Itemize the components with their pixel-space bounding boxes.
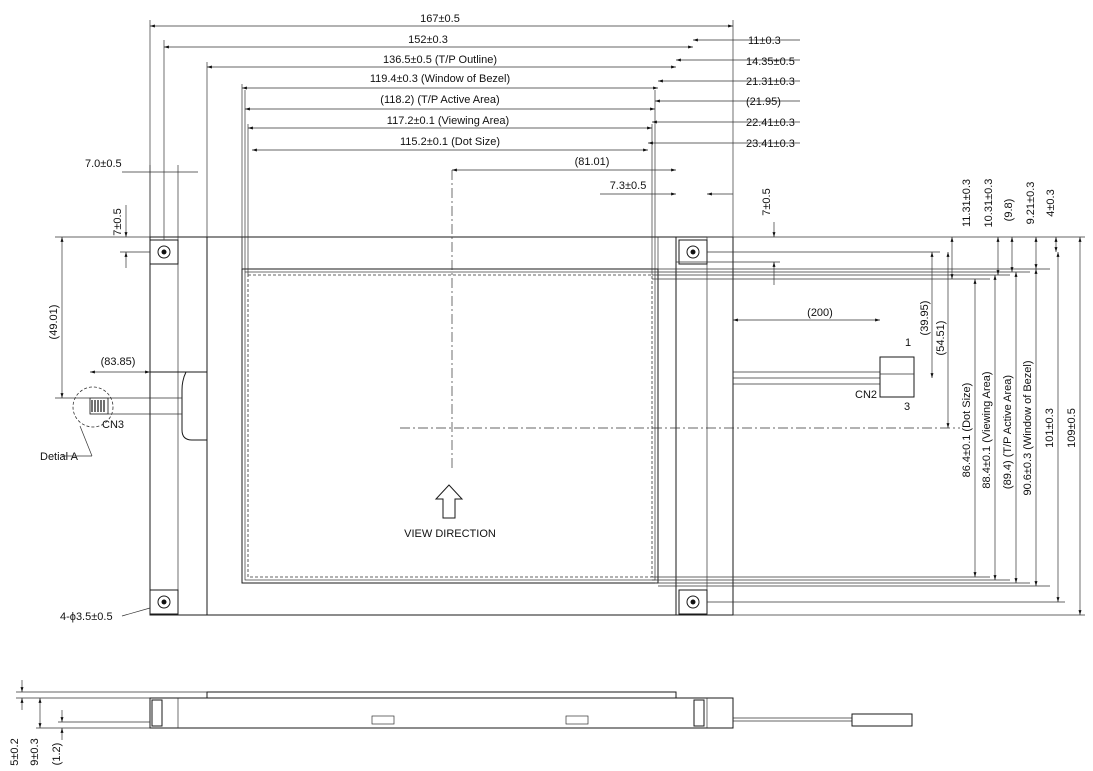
dim-88-4: 88.4±0.1 (Viewing Area)	[981, 371, 993, 488]
module-outline	[149, 236, 734, 616]
bezel-window	[241, 268, 659, 584]
left-dimensions: 7.0±0.5 7±0.5 (49.01) (83.85)	[48, 158, 198, 399]
dim-54-51: (54.51)	[935, 321, 947, 356]
mounting-hole-tl	[149, 239, 179, 265]
dim-v-9-8: (9.8)	[1003, 199, 1015, 222]
dim-7-left: 7±0.5	[112, 208, 124, 235]
mounting-hole-br	[678, 589, 708, 615]
active-area	[247, 274, 653, 578]
dim-r-22-41: 22.41±0.3	[746, 117, 795, 129]
side-view: 5±0.2 9±0.3 (1.2)	[9, 680, 913, 766]
cn3-connector	[89, 397, 109, 415]
front-view: VIEW DIRECTION CN3 Detial A 1 3 CN2 4-ϕ3…	[40, 90, 960, 623]
dim-109: 109±0.5	[1066, 408, 1078, 448]
dim-r-21-31: 21.31±0.3	[746, 76, 795, 88]
mounting-hole-bl	[149, 589, 179, 615]
dim-5: 5±0.2	[9, 738, 21, 765]
dim-r-23-41: 23.41±0.3	[746, 138, 795, 150]
dim-7-3: 7.3±0.5	[610, 180, 647, 192]
dim-90-6: 90.6±0.3 (Window of Bezel)	[1022, 360, 1034, 495]
cn3-label: CN3	[102, 419, 124, 431]
right-dimensions: 11±0.3 14.35±0.5 21.31±0.3 (21.95) 22.41…	[648, 35, 800, 150]
dim-152: 152±0.3	[408, 34, 448, 46]
detail-a-label: Detial A	[40, 451, 79, 463]
dim-9: 9±0.3	[29, 738, 41, 765]
dim-119-4: 119.4±0.3 (Window of Bezel)	[370, 73, 510, 85]
dim-83-85: (83.85)	[101, 356, 136, 368]
cn2-pin1: 1	[905, 337, 911, 349]
dim-49-01: (49.01)	[48, 305, 60, 340]
dim-v-11-31: 11.31±0.3	[961, 179, 973, 227]
dim-7-0: 7.0±0.5	[85, 158, 122, 170]
dim-167: 167±0.5	[420, 13, 460, 25]
dim-v-9-21: 9.21±0.3	[1025, 182, 1037, 225]
top-dimensions: 167±0.5 152±0.3 136.5±0.5 (T/P Outline) …	[149, 13, 734, 275]
dim-136-5: 136.5±0.5 (T/P Outline)	[383, 54, 497, 66]
dim-v-10-31: 10.31±0.3	[983, 179, 995, 228]
dim-v-7: 7±0.5	[761, 188, 773, 215]
fpc-tail	[149, 371, 208, 441]
dim-118-2: (118.2) (T/P Active Area)	[380, 94, 499, 106]
cn2-label: CN2	[855, 389, 877, 401]
dim-200: (200)	[807, 307, 833, 319]
cn2-connector	[879, 356, 915, 398]
dim-39-95: (39.95)	[919, 301, 931, 336]
side-cn2-connector	[851, 713, 913, 727]
detail-a-circle	[72, 386, 114, 428]
view-direction-label: VIEW DIRECTION	[404, 528, 496, 540]
dim-1-2: (1.2)	[51, 743, 63, 766]
dim-89-4: (89.4) (T/P Active Area)	[1002, 375, 1014, 489]
dim-86-4: 86.4±0.1 (Dot Size)	[961, 383, 973, 478]
dim-117-2: 117.2±0.1 (Viewing Area)	[387, 115, 509, 127]
vertical-dimensions: 7±0.5 11.31±0.3 10.31±0.3 (9.8) 9.21±0.3…	[652, 179, 1085, 616]
dim-r-11: 11±0.3	[748, 35, 781, 47]
dim-r-21-95: (21.95)	[746, 96, 781, 108]
dim-r-14-35: 14.35±0.5	[746, 56, 795, 68]
cn2-pin3: 3	[904, 401, 910, 413]
dim-115-2: 115.2±0.1 (Dot Size)	[400, 136, 500, 148]
dim-101: 101±0.3	[1044, 408, 1056, 448]
view-direction-arrow-icon	[434, 484, 464, 519]
mounting-hole-tr	[678, 239, 708, 265]
dim-v-4: 4±0.3	[1045, 189, 1057, 216]
dim-81-01: (81.01)	[575, 156, 610, 168]
holes-label: 4-ϕ3.5±0.5	[60, 611, 113, 623]
